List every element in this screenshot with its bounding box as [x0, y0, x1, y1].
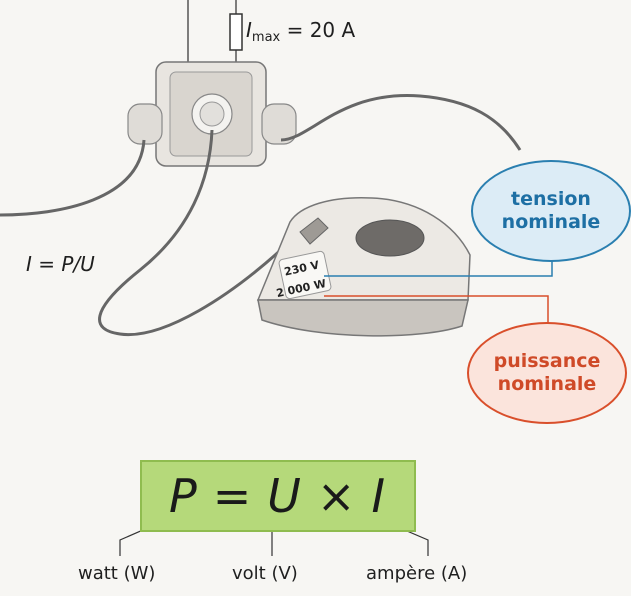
formula-u: U [267, 469, 303, 523]
puissance-connector [324, 295, 549, 326]
unit-watt: watt (W) [78, 563, 156, 584]
unit-volt: volt (V) [232, 563, 298, 584]
cable [0, 139, 146, 217]
formula-p: P [168, 469, 199, 523]
puissance-nominale-text: puissance nominale [493, 349, 601, 395]
unit-ampere: ampère (A) [366, 563, 468, 584]
iron-icon [256, 197, 471, 337]
tension-nominale-text: tension nominale [501, 187, 601, 233]
imax-label: Imax = 20 A [246, 18, 356, 45]
iron-cable [98, 129, 302, 337]
fuse-icon [229, 13, 243, 51]
current-formula: I = P/U [26, 252, 95, 276]
formula-equals: = [212, 469, 254, 523]
puissance-nominale-bubble: puissance nominale [467, 322, 627, 424]
multi-plug-adapter [127, 61, 297, 167]
cable [280, 94, 522, 151]
tension-nominale-bubble: tension nominale [471, 160, 631, 262]
formula-times: × [316, 469, 358, 523]
power-formula-box: P = U × I [140, 460, 416, 532]
formula-i: I [371, 469, 388, 523]
